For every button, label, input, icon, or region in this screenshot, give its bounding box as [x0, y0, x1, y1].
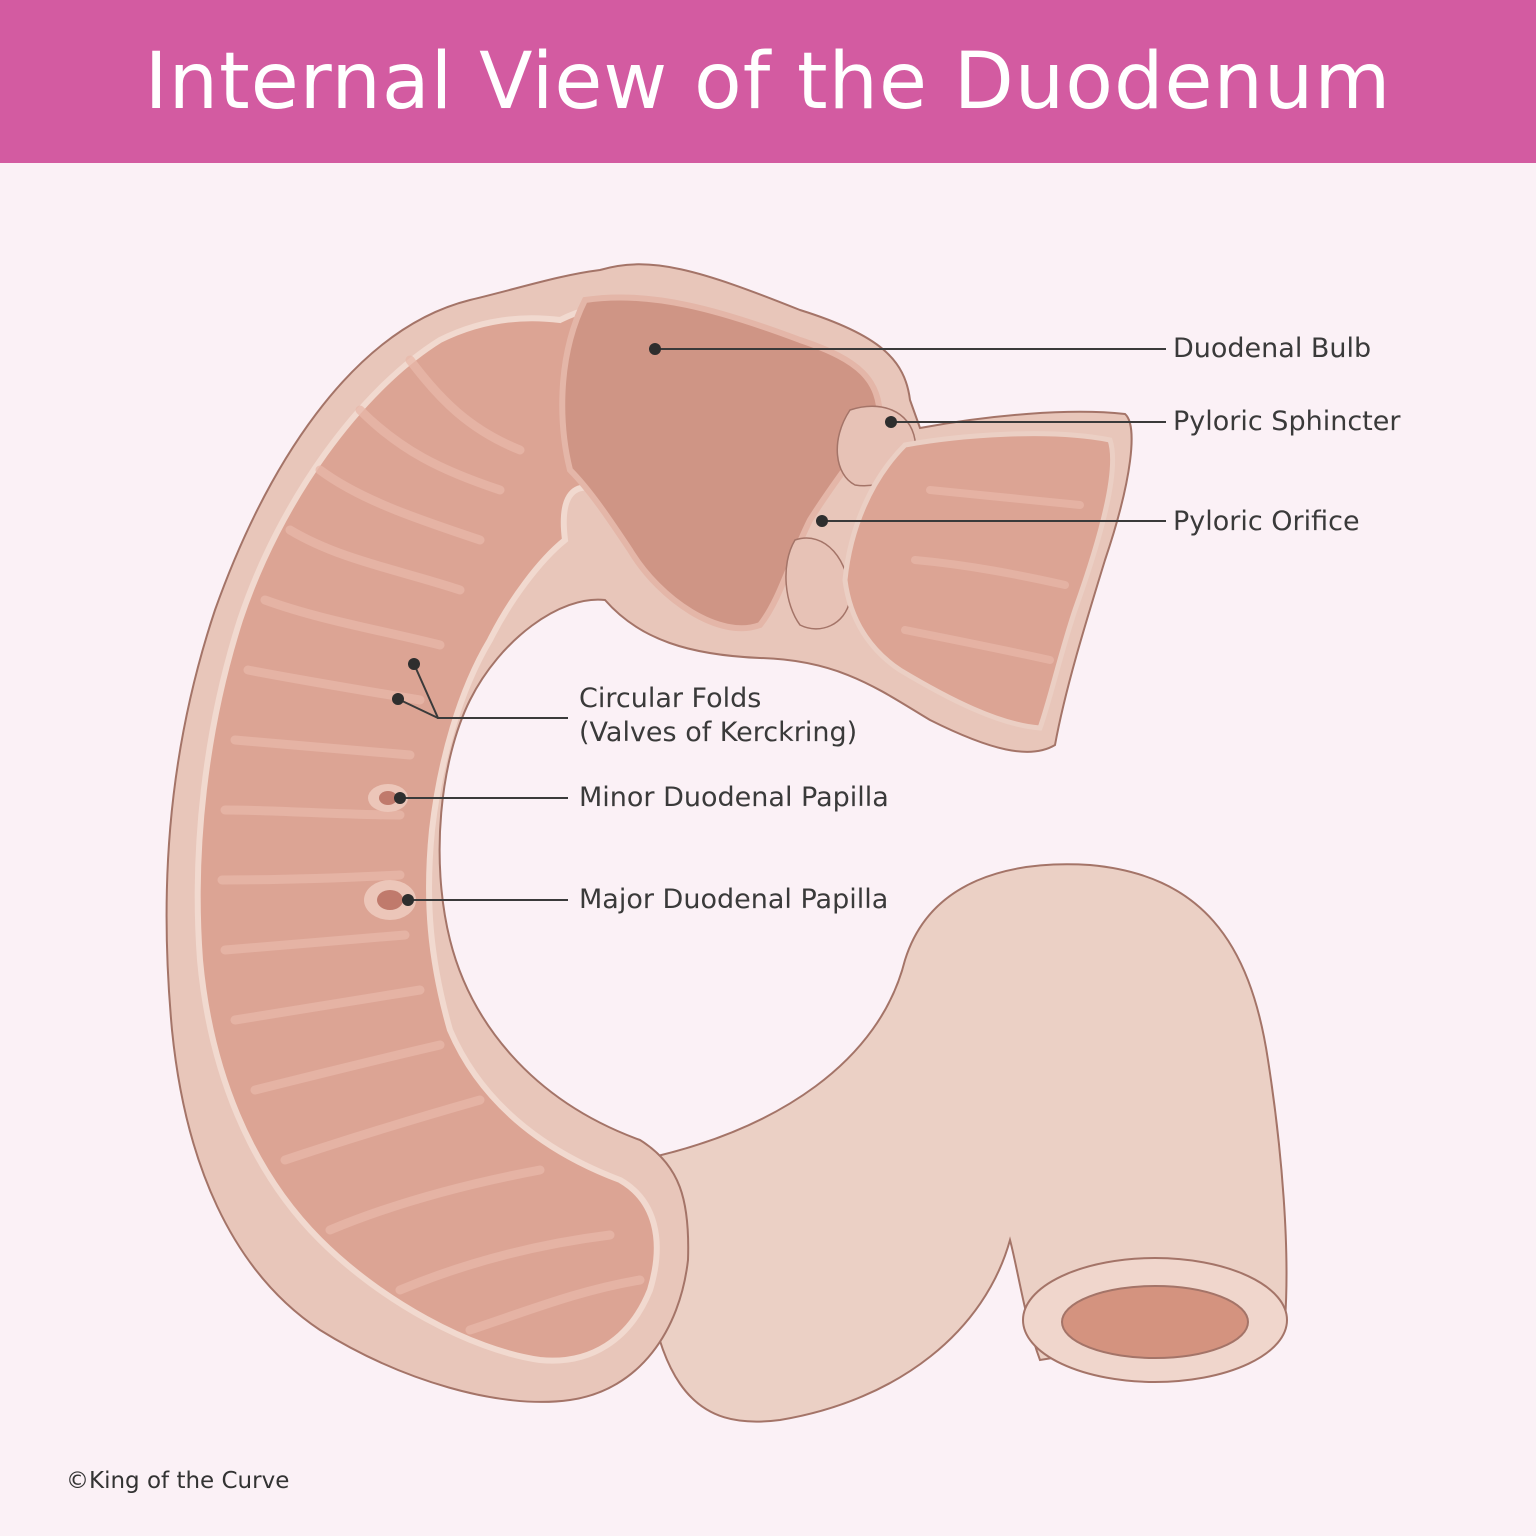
duodenum-mucosa	[194, 302, 704, 1364]
label-duodenal-bulb: Duodenal Bulb	[1173, 333, 1372, 364]
major-papilla	[377, 890, 403, 910]
page-title: Internal View of the Duodenum	[144, 36, 1392, 127]
stomach-pylorus	[842, 431, 1116, 731]
label-pyloric-sphincter: Pyloric Sphincter	[1173, 406, 1401, 437]
copyright-text: ©King of the Curve	[66, 1468, 290, 1494]
label-pyloric-orifice: Pyloric Orifice	[1173, 506, 1360, 537]
label-circular-folds: Circular Folds	[579, 683, 762, 714]
label-major-papilla: Major Duodenal Papilla	[579, 884, 889, 915]
label-minor-papilla: Minor Duodenal Papilla	[579, 782, 889, 813]
pylorus-folds	[901, 486, 1084, 664]
minor-papilla	[379, 791, 397, 805]
label-circular-folds-alt: (Valves of Kerckring)	[579, 717, 858, 748]
circular-folds-stripes	[217, 355, 645, 1335]
leader-dots	[392, 343, 897, 906]
title-bar: Internal View of the Duodenum	[0, 0, 1536, 163]
duodenal-bulb	[559, 294, 884, 632]
jejunum-lumen	[1061, 1285, 1249, 1359]
leader-lines	[397, 348, 1166, 901]
